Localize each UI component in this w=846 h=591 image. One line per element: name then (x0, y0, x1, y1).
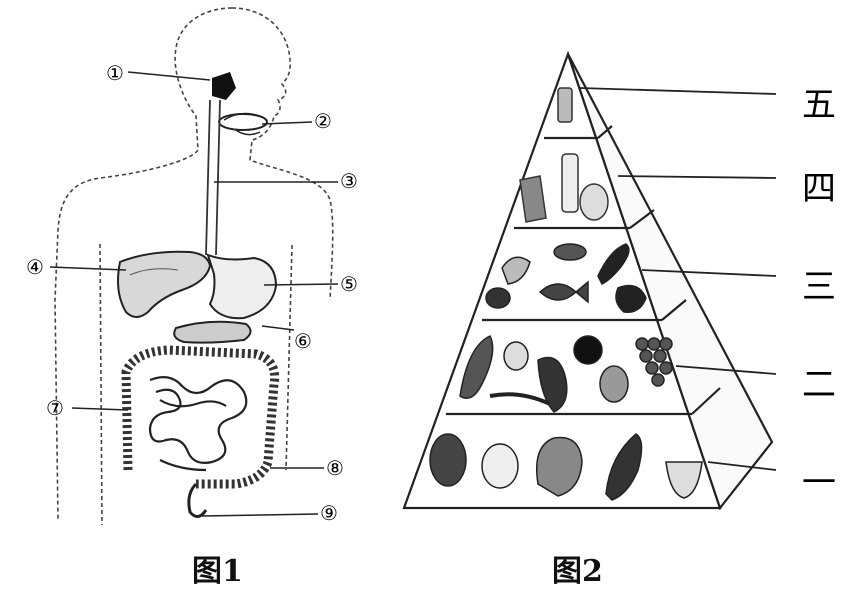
esophagus (206, 100, 220, 255)
orange-icon (600, 366, 628, 402)
salivary-gland (219, 113, 267, 134)
egg-icon (486, 288, 510, 308)
level-label-4: 四 (802, 169, 836, 209)
shrimp-icon (554, 244, 586, 260)
callout-5: ⑤ (340, 272, 358, 296)
callout-4: ④ (26, 255, 44, 279)
callout-2: ② (314, 109, 332, 133)
sweet-potato-icon (430, 434, 466, 486)
anus (189, 484, 206, 517)
oil-bottle-icon (558, 88, 572, 122)
leader-lines (50, 72, 338, 516)
callout-labels: ① ② ③ ④ ⑤ ⑥ ⑦ ⑧ ⑨ (26, 61, 358, 525)
stomach (208, 255, 276, 318)
bread-icon (482, 444, 518, 488)
digestive-system-figure: ① ② ③ ④ ⑤ ⑥ ⑦ ⑧ ⑨ (0, 0, 390, 591)
level-label-5: 五 (802, 85, 836, 125)
level-5-foods (558, 88, 572, 122)
callout-6: ⑥ (294, 329, 312, 353)
level-labels: 五 四 三 二 一 (802, 85, 836, 503)
large-intestine (126, 350, 275, 484)
callout-9: ⑨ (320, 501, 338, 525)
small-intestine (150, 377, 246, 470)
liver (118, 252, 210, 317)
pharynx (212, 72, 236, 100)
level-label-1: 一 (802, 463, 836, 503)
level-label-2: 二 (802, 365, 836, 405)
level-label-3: 三 (802, 267, 836, 307)
yogurt-icon (580, 184, 608, 220)
callout-7: ⑦ (46, 396, 64, 420)
milk-bottle-icon (562, 154, 578, 212)
figure2-caption: 图2 (552, 546, 603, 590)
callout-1: ① (106, 61, 124, 85)
figure1-caption: 图1 (192, 546, 243, 590)
callout-3: ③ (340, 169, 358, 193)
pancreas (174, 322, 250, 343)
onion-icon (504, 342, 528, 370)
callout-8: ⑧ (326, 456, 344, 480)
food-pyramid-figure: 五 四 三 二 一 (390, 0, 846, 591)
apple-icon (574, 336, 602, 364)
